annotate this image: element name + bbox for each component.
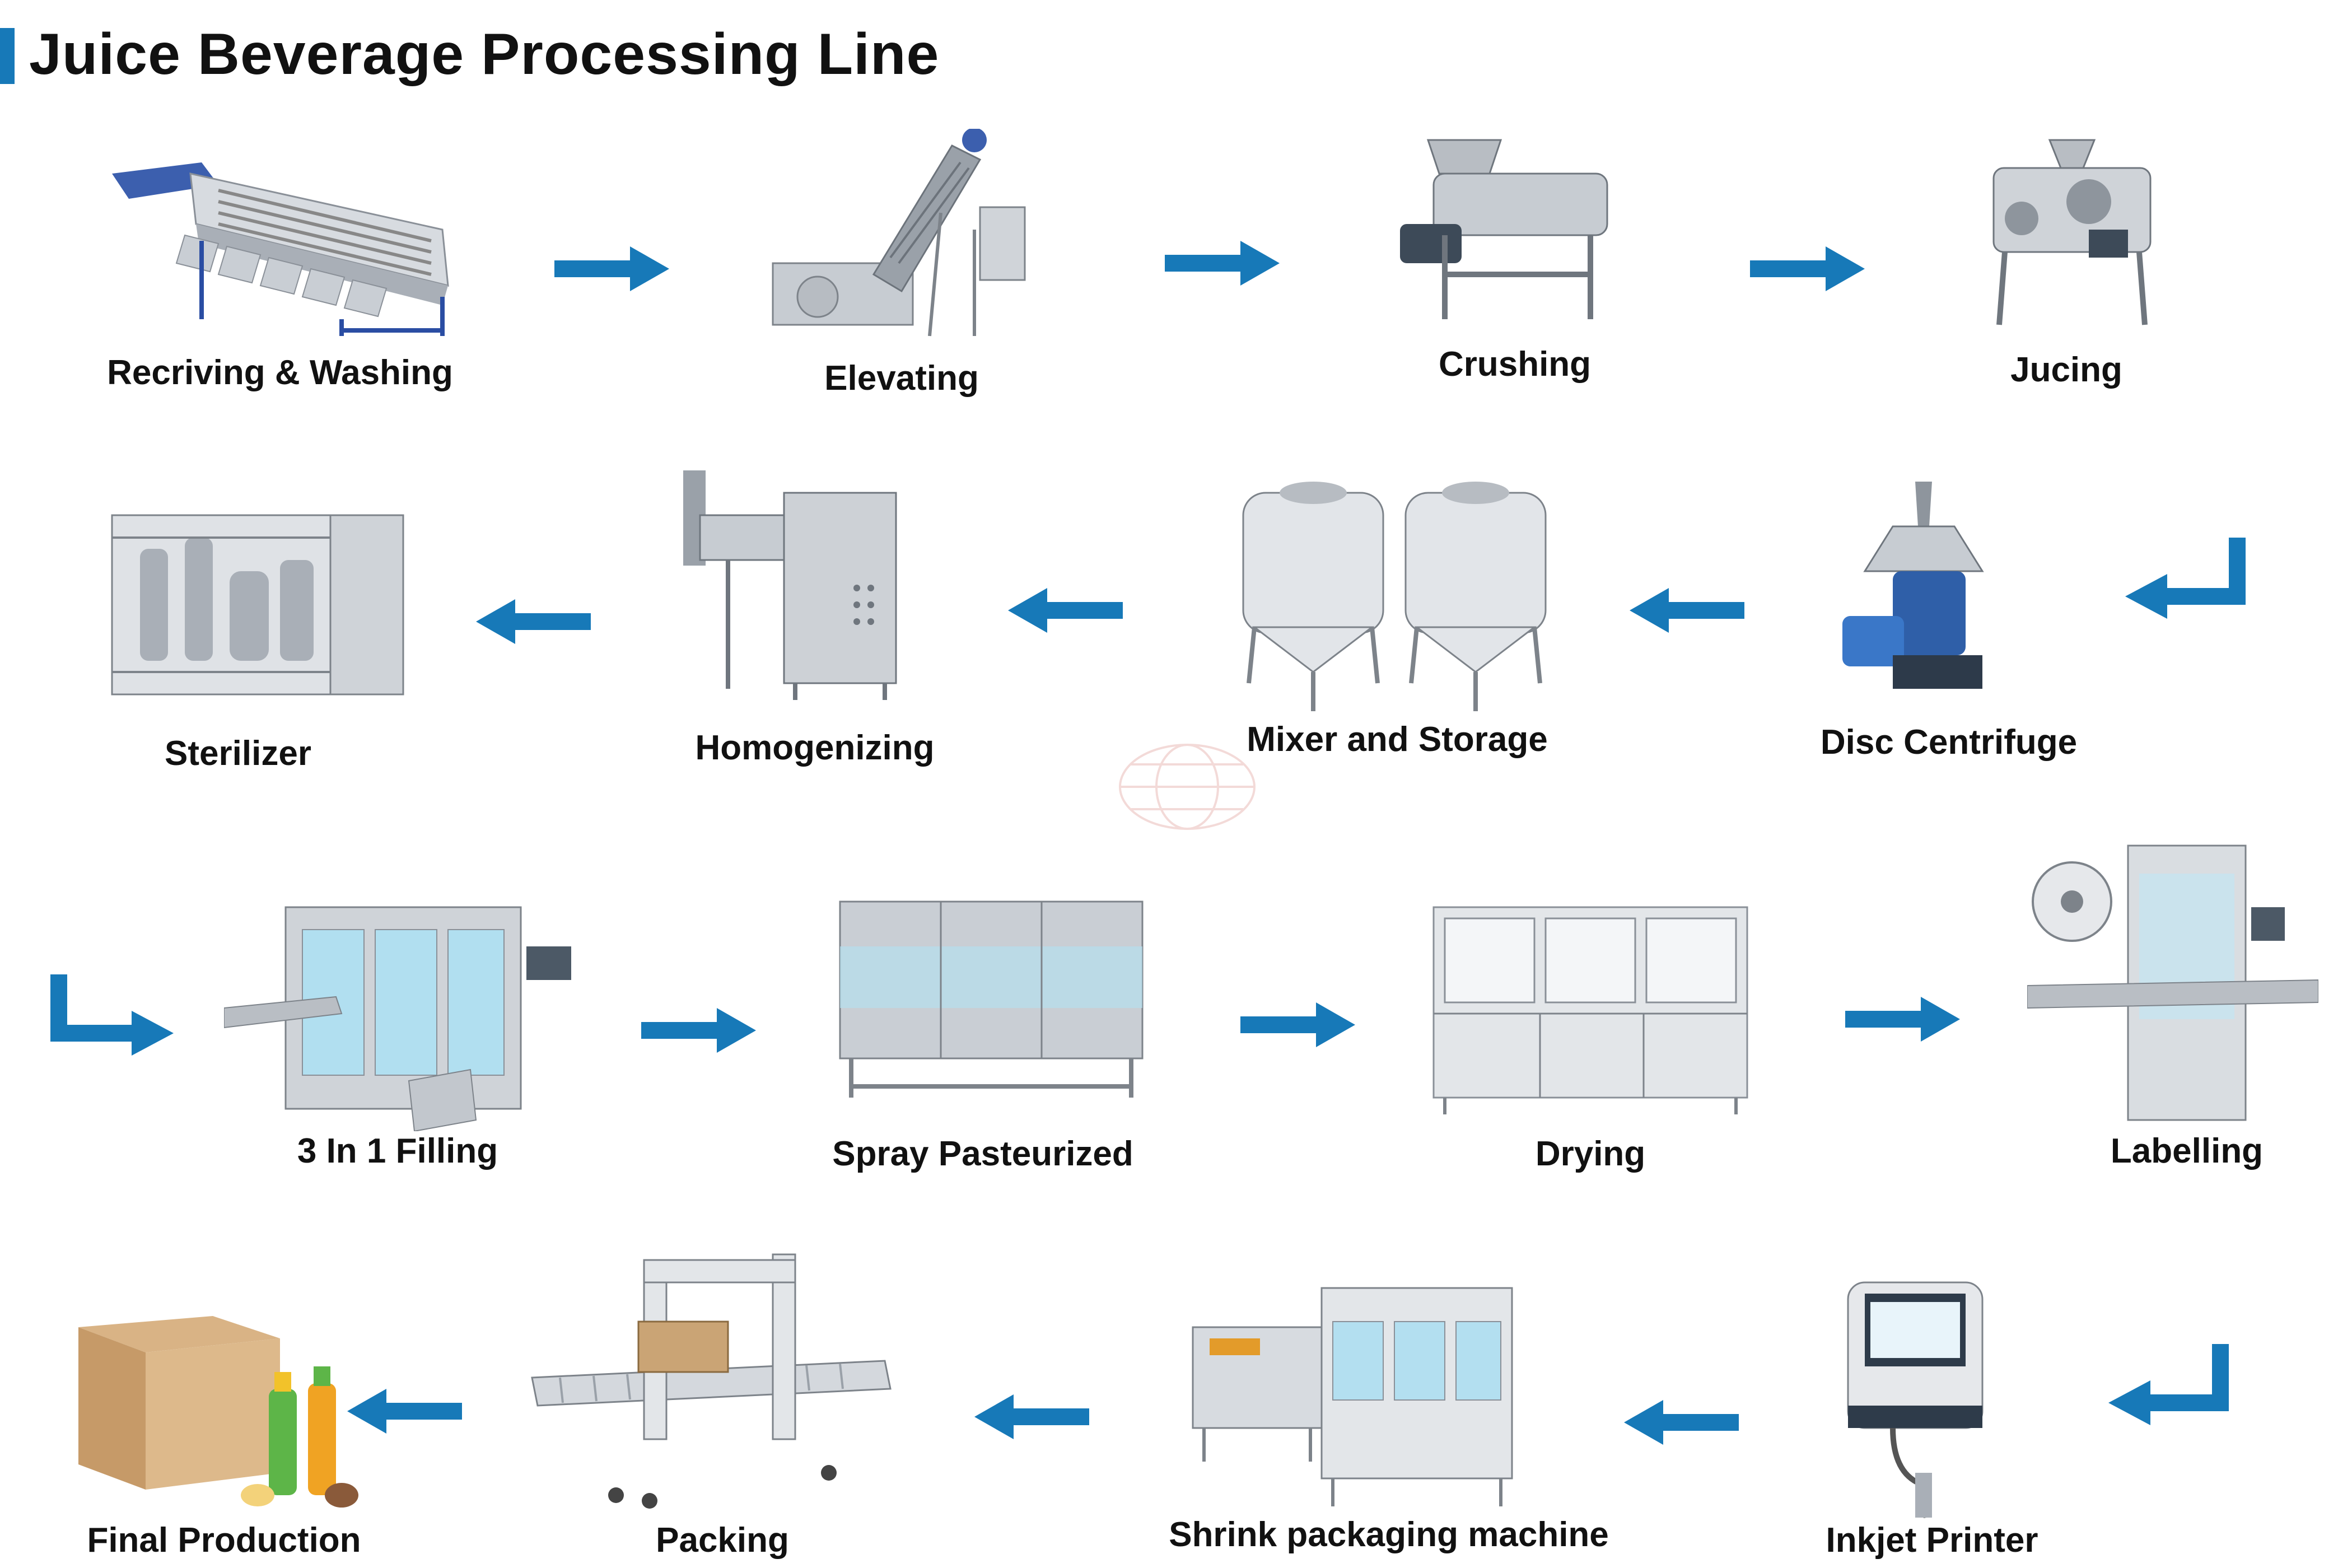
stage-label-labelling: Labelling xyxy=(2110,1132,2264,1170)
packing-machine xyxy=(531,1253,892,1509)
shrink-packaging-machine xyxy=(1192,1287,1513,1506)
stage-label-disc-centrifuge: Disc Centrifuge xyxy=(1820,723,2078,762)
flow-arrow-turn-2 xyxy=(50,974,174,1056)
flow-arrow-left-5 xyxy=(974,1394,1089,1439)
juicing-machine xyxy=(1992,139,2152,325)
mixer-storage-tanks xyxy=(1242,482,1547,711)
elevating-machine xyxy=(772,129,1026,337)
stage-label-crushing: Crushing xyxy=(1438,345,1592,384)
flow-arrow-turn-3 xyxy=(2108,1344,2229,1425)
page-title: Juice Beverage Processing Line xyxy=(29,22,940,87)
homogenizer-machine xyxy=(683,470,897,700)
final-production-box-and-bottles xyxy=(78,1316,358,1508)
sterilizer-machine xyxy=(111,514,404,696)
stage-label-elevating: Elevating xyxy=(824,359,979,398)
stage-label-sterilizer: Sterilizer xyxy=(165,734,311,773)
stage-label-filling: 3 In 1 Filling xyxy=(297,1132,498,1170)
flow-arrow-left-6 xyxy=(347,1389,462,1434)
flow-arrow-left-2 xyxy=(1008,588,1123,633)
stage-label-jucing: Jucing xyxy=(2010,351,2122,389)
drying-machine xyxy=(1432,906,1748,1114)
stage-label-shrink-packaging: Shrink packaging machine xyxy=(1169,1515,1609,1554)
flow-arrow-right-4 xyxy=(641,1008,756,1053)
inkjet-printer-machine xyxy=(1847,1281,1984,1518)
stage-label-drying: Drying xyxy=(1535,1135,1646,1173)
disc-centrifuge-machine xyxy=(1842,482,1984,689)
labelling-machine xyxy=(2027,844,2318,1121)
filling-machine xyxy=(224,906,571,1131)
flow-arrow-turn-1 xyxy=(2125,538,2246,619)
stage-label-receiving-washing: Recriving & Washing xyxy=(107,353,453,392)
stage-label-spray-pasteurized: Spray Pasteurized xyxy=(832,1135,1133,1173)
flow-arrow-left-4 xyxy=(1624,1400,1739,1445)
title-accent-bar xyxy=(0,28,15,84)
flow-arrow-right-1 xyxy=(554,246,669,291)
receiving-washing-machine xyxy=(112,162,449,336)
flow-arrow-right-3 xyxy=(1750,246,1865,291)
flow-arrow-left-1 xyxy=(1630,588,1744,633)
stage-label-homogenizing: Homogenizing xyxy=(695,729,935,767)
crushing-machine xyxy=(1400,139,1608,319)
flow-arrow-left-3 xyxy=(476,599,591,644)
ws-watermark-logo xyxy=(1119,744,1256,830)
flow-arrow-right-2 xyxy=(1165,241,1280,286)
stage-label-final-production: Final Production xyxy=(87,1521,361,1560)
flow-arrow-right-5 xyxy=(1240,1002,1355,1047)
stage-label-packing: Packing xyxy=(656,1521,789,1560)
stage-label-mixer-storage: Mixer and Storage xyxy=(1247,720,1548,759)
spray-pasteurizer-machine xyxy=(839,900,1144,1098)
stage-label-inkjet-printer: Inkjet Printer xyxy=(1826,1521,2038,1560)
flow-arrow-right-6 xyxy=(1845,997,1960,1042)
